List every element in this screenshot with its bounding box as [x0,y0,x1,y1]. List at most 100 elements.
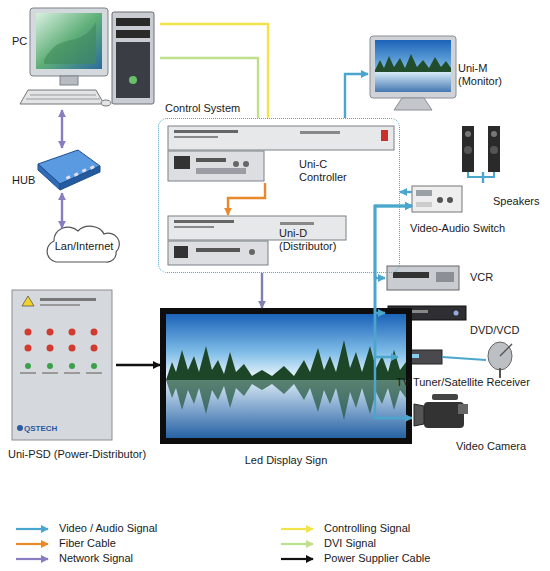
pc-illustration-part [20,90,104,104]
pc-illustration-part [60,76,78,85]
power-distributor-illustration-part [64,372,80,374]
camera-illustration-part [458,404,468,414]
pc-illustration [20,8,154,106]
node-label: Video-Audio Switch [410,222,505,235]
controller-device-part [233,161,239,167]
hub-illustration-part [60,166,100,190]
pc-illustration-part [129,76,137,84]
led-display-illustration-part [166,380,406,420]
signal-connector [61,110,63,148]
legend-text: Fiber Cable [59,537,116,549]
signal-connector [61,193,63,228]
legend-text: Network Signal [59,552,133,564]
camera-illustration [414,394,468,428]
cloud-node: Lan/Internet [45,228,123,266]
dvd-node: DVD/VCD [385,302,467,328]
node-label: Uni-M (Monitor) [458,62,513,88]
monitor-illustration-part [375,54,451,72]
node-label: Led Display Sign [160,454,412,467]
power-distributor-illustration-part [69,345,76,352]
tuner-illustration-part [442,357,486,360]
speaker-illustration-part [488,126,500,172]
power-distributor-illustration-part [25,363,31,369]
distributor-device-part [280,222,314,225]
switch-illustration-part [412,186,462,212]
power-distributor-illustration-part [40,304,80,306]
distributor-device-part [249,249,255,255]
node-label: PC [12,35,27,48]
power-distributor-illustration-part [12,290,112,440]
power-distributor-illustration-part [17,425,23,431]
dvd-illustration-part [454,311,459,316]
signal-connector [160,24,268,118]
hub-illustration-part [38,164,60,190]
legend-line-sample [281,558,313,560]
legend-text: Power Supplier Cable [324,552,430,564]
tuner-illustration-part [500,344,512,356]
computer-node: PC [8,5,160,110]
pc-illustration-part [44,22,96,64]
signal-connector [375,206,412,418]
signal-connector [400,191,412,193]
node-label: Video Camera [456,440,526,453]
signal-connector [261,273,263,308]
speaker-illustration-part [465,131,471,137]
controller-device-part [168,151,264,181]
distributor-device-part [174,246,188,258]
power-distributor-illustration-part [47,329,54,336]
node-label: Lan/Internet [45,240,123,253]
led-display-illustration-part [160,308,412,444]
legend-line-sample [16,543,48,545]
power-distributor-illustration-part [91,345,98,352]
hub-illustration [38,150,100,190]
legend-line-sample [16,528,48,530]
switch-illustration [412,186,462,212]
legend-swatch [280,554,316,564]
controller-device-part [196,158,226,162]
legend-swatch [15,524,51,534]
power-distributor-illustration-part [69,363,75,369]
signal-connector [116,364,160,366]
power-distributor-illustration-part [42,372,58,374]
monitor-illustration [370,36,456,110]
switch-illustration-part [437,197,443,203]
led-display-illustration-part [166,376,406,438]
speaker-illustration-part [468,172,494,177]
pc-illustration-part [30,95,96,96]
monitor-illustration-part [375,40,451,92]
node-label: DVD/VCD [470,324,520,337]
led-display-illustration-part [166,340,406,380]
power-distributor-illustration-part [20,372,36,374]
controller-device [168,126,394,181]
control-system-group: Control SystemUni-C ControllerUni-D (Dis… [158,118,400,273]
vcr-node: VCR [385,262,461,294]
legend-swatch [15,539,51,549]
vcr-illustration-part [393,272,429,278]
signal-connector [160,58,258,118]
legend-text: Controlling Signal [324,522,410,534]
camera-illustration-part [414,404,424,426]
power-distributor-illustration-part [22,296,34,306]
power-distributor-illustration-part [25,345,32,352]
node-label: Uni-C Controller [299,158,361,184]
controller-device-part [174,136,218,138]
signal-connector [375,206,412,357]
node-label: TV Tuner/Satellite Receiver [396,376,530,389]
controller-node: Uni-C Controller [168,125,398,183]
signal-connector [482,172,484,183]
tuner-illustration-part [488,342,512,370]
legend-text: DVI Signal [324,537,376,549]
speaker-node: Speakers [455,125,510,172]
power-distributor-illustration-part [40,298,96,301]
pc-illustration-part [30,8,108,76]
signal-connector [375,206,412,278]
distributor-node: Uni-D (Distributor) [168,215,348,269]
hub-node: HUB [10,148,102,193]
vcr-illustration-part [436,272,454,282]
power-distributor-illustration-part [86,372,102,374]
speaker-illustration-part [462,126,474,172]
pc-illustration-part [26,99,100,100]
tuner-illustration [400,342,512,378]
